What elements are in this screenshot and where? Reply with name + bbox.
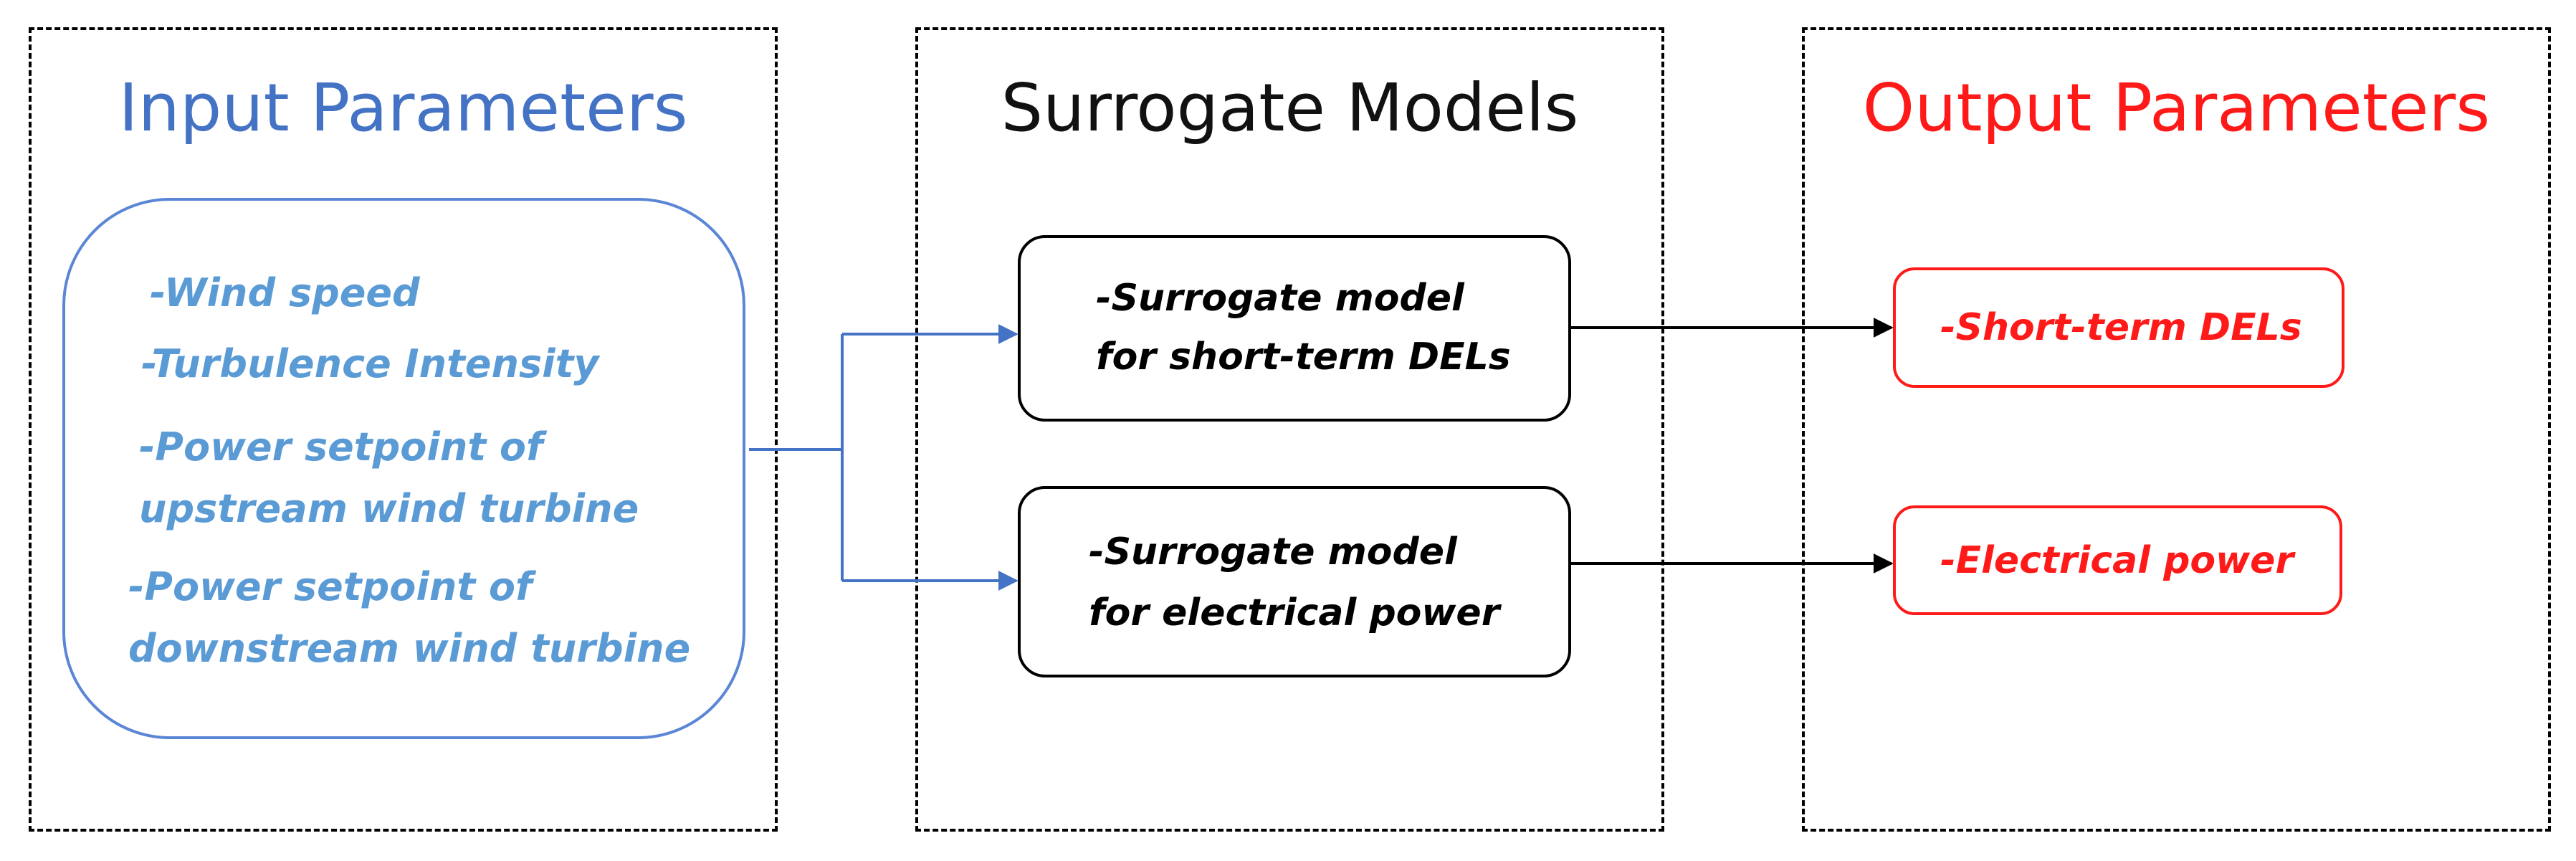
surrogate-models-panel: Surrogate Models	[915, 27, 1664, 832]
surrogate-model-dels-line2: for short-term DELs	[1096, 336, 1511, 379]
input-item-wind-speed: -Wind speed	[150, 270, 420, 315]
output-parameters-title: Output Parameters	[1862, 70, 2491, 146]
input-parameters-box: -Wind speed -Turbulence Intensity -Power…	[62, 198, 745, 739]
output-short-term-dels-label: -Short-term DELs	[1940, 306, 2302, 349]
surrogate-models-title: Surrogate Models	[1001, 70, 1579, 146]
input-item-upstream-setpoint-line1: -Power setpoint of	[139, 424, 543, 470]
input-item-downstream-setpoint-line2: downstream wind turbine	[128, 626, 691, 671]
surrogate-model-dels-box: -Surrogate model for short-term DELs	[1018, 235, 1571, 422]
input-item-downstream-setpoint-line1: -Power setpoint of	[128, 564, 533, 609]
output-electrical-power-box: -Electrical power	[1893, 505, 2342, 615]
input-item-turbulence-intensity: -Turbulence Intensity	[141, 341, 599, 386]
input-parameters-title: Input Parameters	[118, 70, 688, 146]
input-item-upstream-setpoint-line2: upstream wind turbine	[139, 486, 639, 531]
surrogate-model-power-box: -Surrogate model for electrical power	[1018, 486, 1571, 677]
output-short-term-dels-box: -Short-term DELs	[1893, 267, 2344, 388]
surrogate-model-power-line1: -Surrogate model	[1089, 531, 1457, 574]
input-parameters-panel: Input Parameters	[29, 27, 778, 832]
surrogate-model-power-line2: for electrical power	[1089, 591, 1500, 634]
output-electrical-power-label: -Electrical power	[1940, 539, 2294, 582]
output-parameters-panel: Output Parameters	[1802, 27, 2551, 832]
surrogate-model-dels-line1: -Surrogate model	[1096, 277, 1464, 320]
